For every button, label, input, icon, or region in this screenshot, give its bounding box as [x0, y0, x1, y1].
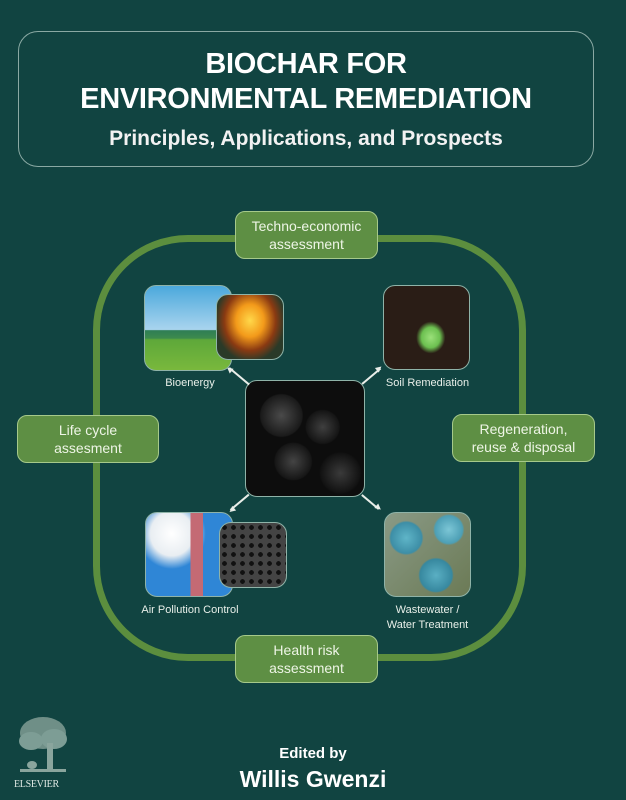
pill-text: assessment [269, 236, 344, 252]
pill-text: assesment [54, 440, 122, 456]
title-line-2: ENVIRONMENTAL REMEDIATION [80, 83, 532, 115]
air-pollution-label: Air Pollution Control [141, 604, 239, 616]
elsevier-tree-logo-icon [19, 717, 67, 772]
air-pollution-smokestack-image [145, 512, 233, 597]
wastewater-label-line2: Water Treatment [386, 619, 469, 631]
subtitle: Principles, Applications, and Prospects [109, 127, 503, 150]
elsevier-wordmark: ELSEVIER [14, 779, 59, 790]
techno-economic-pill: Techno-economic assessment [235, 211, 378, 259]
soil-remediation-label: Soil Remediation [385, 377, 470, 389]
wastewater-image [384, 512, 471, 597]
regeneration-pill: Regeneration, reuse & disposal [452, 414, 595, 462]
pill-text: Regeneration, [479, 421, 568, 437]
bioenergy-label: Bioenergy [165, 377, 215, 389]
title-box: BIOCHAR FOR ENVIRONMENTAL REMEDIATION Pr… [18, 31, 594, 167]
pill-text: Life cycle [58, 422, 118, 438]
air-pollution-filter-image [219, 522, 287, 588]
pill-text: Health risk [273, 642, 340, 658]
pill-text: reuse & disposal [471, 439, 576, 455]
wastewater-label: Wastewater / Water Treatment [375, 603, 480, 633]
title-line-1: BIOCHAR FOR [205, 48, 407, 80]
pill-text: assessment [269, 660, 344, 676]
wastewater-label-line1: Wastewater / [395, 604, 460, 616]
editor-name: Willis Gwenzi [239, 766, 387, 792]
edited-by-label: Edited by [279, 745, 347, 762]
biochar-image [245, 380, 365, 497]
soil-remediation-image [383, 285, 470, 370]
pill-text: Techno-economic [251, 218, 362, 234]
health-risk-pill: Health risk assessment [235, 635, 378, 683]
bioenergy-flame-image [216, 294, 284, 360]
life-cycle-pill: Life cycle assesment [17, 415, 159, 463]
